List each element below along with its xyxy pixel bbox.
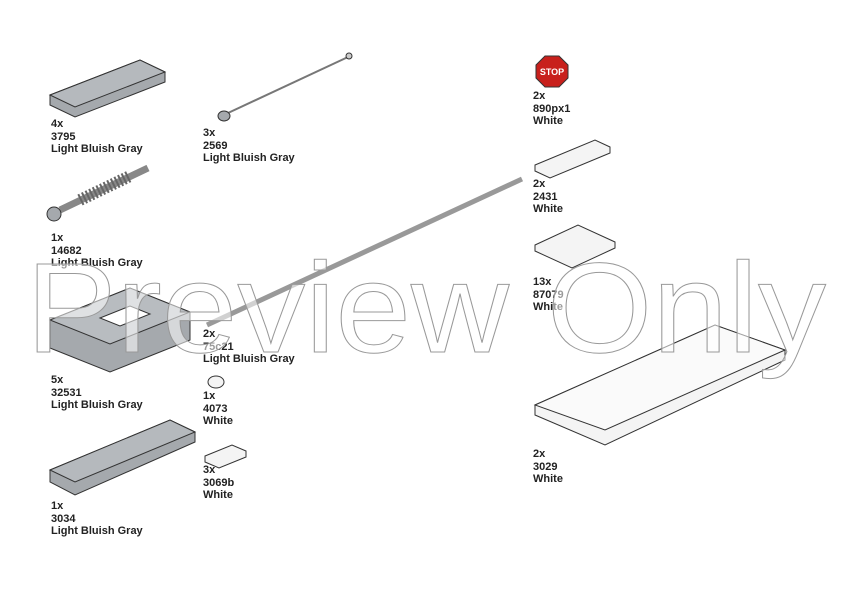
part-color: White: [533, 203, 563, 215]
part-color: Light Bluish Gray: [203, 152, 295, 164]
part-890px1-image: STOP: [535, 55, 569, 88]
part-id: 3795: [51, 130, 76, 143]
part-color: White: [203, 415, 233, 427]
part-qty: 3x: [203, 464, 216, 476]
part-qty: 13x: [533, 276, 552, 288]
part-32531-image: [48, 287, 192, 373]
part-4073-image: [207, 375, 225, 389]
part-id: 32531: [51, 386, 82, 399]
part-qty: 1x: [51, 232, 64, 244]
part-color: Light Bluish Gray: [51, 399, 143, 411]
part-color: White: [533, 301, 563, 313]
stop-sign-print: STOP: [540, 67, 564, 77]
part-qty: 5x: [51, 374, 64, 386]
part-id: 14682: [51, 244, 82, 257]
part-id: 3069b: [203, 476, 235, 489]
part-2569-image: [217, 52, 353, 122]
part-qty: 2x: [203, 328, 216, 340]
part-qty: 2x: [533, 178, 546, 190]
part-id: 2569: [203, 139, 228, 152]
part-2431-image: [534, 139, 611, 179]
part-color: White: [533, 115, 563, 127]
part-qty: 2x: [533, 448, 546, 460]
part-qty: 4x: [51, 118, 64, 130]
part-qty: 1x: [203, 390, 216, 402]
part-id: 4073: [203, 402, 228, 415]
part-color: Light Bluish Gray: [51, 257, 143, 269]
part-qty: 2x: [533, 90, 546, 102]
part-id: 890px1: [533, 102, 571, 115]
part-87079-image: [534, 224, 616, 269]
part-color: White: [203, 489, 233, 501]
part-qty: 3x: [203, 127, 216, 139]
part-14682-image: [46, 164, 150, 222]
part-id: 3034: [51, 512, 76, 525]
part-3029-image: [533, 324, 787, 446]
part-color: White: [533, 473, 563, 485]
part-75c21-image: [205, 176, 524, 328]
part-id: 75c21: [203, 340, 234, 353]
part-qty: 1x: [51, 500, 64, 512]
part-id: 3029: [533, 460, 558, 473]
part-3069b-image: [204, 444, 247, 469]
part-id: 87079: [533, 288, 564, 301]
part-color: Light Bluish Gray: [51, 143, 143, 155]
part-id: 2431: [533, 190, 558, 203]
part-color: Light Bluish Gray: [51, 525, 143, 537]
part-3034-image: [48, 419, 197, 496]
part-color: Light Bluish Gray: [203, 353, 295, 365]
part-3795-image: [48, 59, 167, 118]
